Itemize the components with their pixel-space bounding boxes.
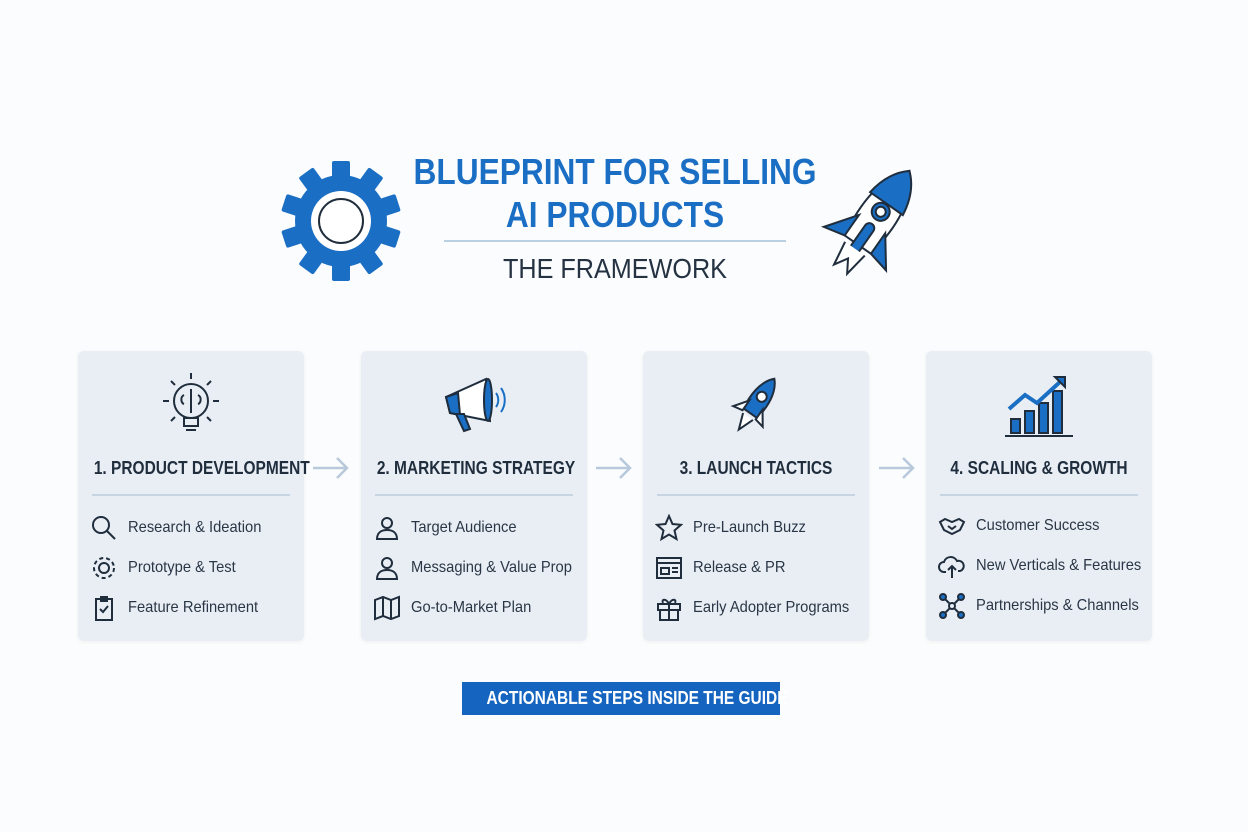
gear-icon (281, 161, 401, 281)
list-item: Partnerships & Channels (938, 592, 1153, 620)
stage-card-launch-tactics: 3. LAUNCH TACTICS Pre-Launch Buzz Releas… (643, 351, 869, 641)
gear-tooth (299, 248, 324, 275)
handshake-icon (938, 517, 966, 536)
megaphone-icon (444, 377, 506, 433)
lightbulb-brain-icon (163, 373, 219, 431)
list-item-label: Target Audience (411, 519, 517, 536)
arrow-right-icon (879, 457, 915, 479)
stage-card-marketing-strategy: 2. MARKETING STRATEGY Target Audience Me… (361, 351, 587, 641)
growth-chart-icon (1005, 376, 1073, 437)
arrow-right-icon (313, 457, 349, 479)
list-item-label: Pre-Launch Buzz (693, 519, 806, 536)
list-item: New Verticals & Features (938, 552, 1156, 580)
clipboard-check-icon (95, 596, 113, 621)
gear-tooth (358, 167, 383, 194)
person-icon (375, 557, 399, 580)
gear-tooth (332, 161, 350, 181)
list-item: Customer Success (938, 512, 1110, 540)
person-icon (375, 517, 399, 540)
stage-card-product-development: 1. PRODUCT DEVELOPMENT Research & Ideati… (78, 351, 310, 641)
list-item: Prototype & Test (90, 554, 245, 582)
cta-banner[interactable]: ACTIONABLE STEPS INSIDE THE GUIDE (462, 682, 788, 715)
divider (375, 494, 573, 496)
list-item: Research & Ideation (90, 514, 273, 542)
list-item: Release & PR (655, 554, 794, 582)
cta-label: ACTIONABLE STEPS INSIDE THE GUIDE (486, 688, 788, 708)
gear-tooth (281, 225, 306, 248)
gear-icon (93, 557, 115, 579)
cloud-upload-icon (938, 556, 965, 578)
gear-tooth (332, 261, 350, 281)
gift-icon (657, 598, 681, 621)
list-item-label: Partnerships & Channels (976, 597, 1139, 614)
list-item: Target Audience (373, 514, 526, 542)
stage-title: 2. MARKETING STRATEGY (376, 458, 576, 478)
newspaper-icon (656, 557, 682, 579)
title-line-2: AI PRODUCTS (505, 194, 725, 235)
list-item: Early Adopter Programs (655, 594, 863, 622)
list-item-label: Messaging & Value Prop (411, 559, 572, 576)
divider (940, 494, 1138, 496)
list-item-label: New Verticals & Features (976, 557, 1142, 574)
magnifier-icon (92, 516, 116, 540)
list-item: Feature Refinement (90, 594, 269, 622)
page-subtitle: THE FRAMEWORK (502, 253, 727, 284)
title-divider (444, 240, 786, 242)
list-item-label: Customer Success (976, 517, 1100, 534)
stage-card-scaling-growth: 4. SCALING & GROWTH Customer Success New… (926, 351, 1152, 641)
list-item-label: Early Adopter Programs (693, 599, 850, 616)
list-item-label: Feature Refinement (128, 599, 259, 616)
network-icon (939, 593, 965, 619)
list-item: Pre-Launch Buzz (655, 514, 816, 542)
arrow-right-icon (596, 457, 632, 479)
stage-title: 3. LAUNCH TACTICS (679, 458, 833, 478)
gear-tooth (299, 167, 324, 194)
list-item-label: Prototype & Test (128, 559, 236, 576)
list-item-label: Go-to-Market Plan (411, 599, 532, 616)
map-icon (374, 595, 400, 621)
list-item: Go-to-Market Plan (373, 594, 542, 622)
gear-tooth (376, 194, 401, 217)
title-line-1: BLUEPRINT FOR SELLING (413, 151, 817, 192)
list-item-label: Research & Ideation (128, 519, 262, 536)
divider (92, 494, 290, 496)
stage-title: 4. SCALING & GROWTH (950, 458, 1128, 478)
gear-tooth (281, 194, 306, 217)
gear-tooth (376, 225, 401, 248)
divider (657, 494, 855, 496)
stage-title: 1. PRODUCT DEVELOPMENT (93, 458, 310, 478)
rocket-icon (730, 377, 776, 432)
star-icon (655, 514, 683, 542)
gear-tooth (358, 248, 383, 275)
list-item-label: Release & PR (693, 559, 786, 576)
rocket-icon (820, 169, 913, 277)
list-item: Messaging & Value Prop (373, 554, 586, 582)
